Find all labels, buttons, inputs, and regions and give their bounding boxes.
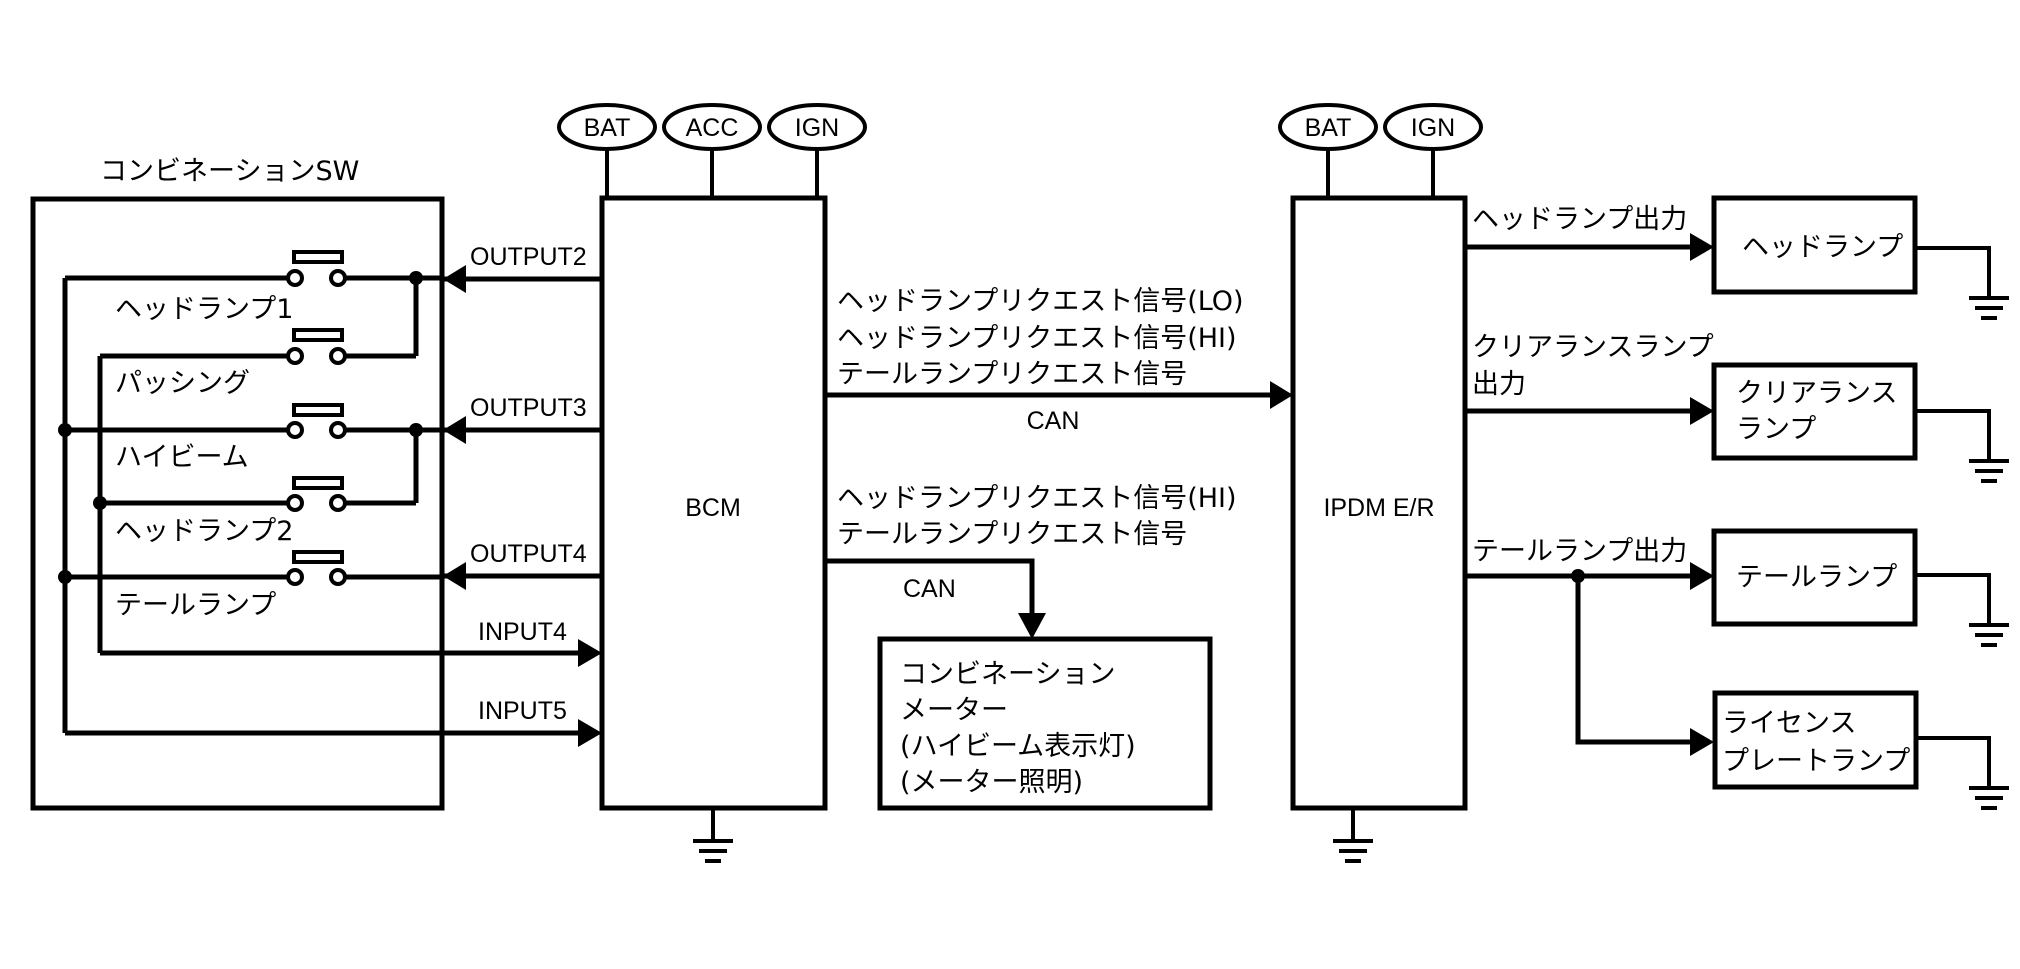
can-link-ipdm: ヘッドランプリクエスト信号(LO) ヘッドランプリクエスト信号(HI) テールラ… — [825, 286, 1293, 435]
switch-headlamp2: ヘッドランプ2 — [100, 476, 416, 547]
power-terminal-bat — [1278, 103, 1378, 151]
output-label: クリアランスランプ — [1472, 332, 1714, 363]
can-signal-line: テールランプリクエスト信号 — [837, 359, 1187, 390]
power-terminal-ign — [767, 103, 867, 151]
switch-high-beam: ハイビーム — [65, 403, 442, 503]
signal-output3: OUTPUT3 — [442, 394, 602, 444]
load-tail-lamp: テールランプ — [1711, 528, 2009, 647]
power-terminal-acc — [662, 103, 762, 151]
switch-passing: パッシング — [100, 328, 416, 399]
ipdm-box — [1290, 195, 1468, 811]
signal-output4: OUTPUT4 — [442, 540, 602, 590]
load-label: プレートランプ — [1722, 746, 1910, 777]
meter-label-line: (ハイビーム表示灯) — [900, 731, 1136, 762]
switch-label: ハイビーム — [115, 442, 249, 473]
power-label: IGN — [1411, 114, 1455, 142]
signal-label: INPUT5 — [478, 697, 567, 725]
meter-label-line: メーター — [900, 695, 1008, 726]
switch-label: ヘッドランプ1 — [115, 294, 293, 325]
signal-label: OUTPUT4 — [470, 540, 587, 568]
load-clearance-lamp: クリアランス ランプ — [1711, 362, 2009, 483]
signal-input5: INPUT5 — [65, 697, 602, 747]
power-terminal-ign — [1383, 103, 1483, 151]
signal-label: OUTPUT3 — [470, 394, 587, 422]
can-signal-line: ヘッドランプリクエスト信号(HI) — [837, 323, 1237, 354]
bcm-label: BCM — [685, 494, 741, 522]
meter-label-line: (メーター照明) — [900, 767, 1083, 798]
can-bus-label: CAN — [1027, 407, 1080, 435]
signal-label: OUTPUT2 — [470, 243, 587, 271]
signal-input4: INPUT4 — [100, 618, 602, 667]
ipdm-power-inputs: BAT IGN — [1278, 103, 1483, 198]
load-label: テールランプ — [1736, 562, 1897, 593]
power-label: BAT — [1305, 114, 1352, 142]
output-headlamp: ヘッドランプ出力 — [1465, 204, 1714, 261]
meter-label-line: コンビネーション — [900, 659, 1115, 690]
output-label: 出力 — [1472, 369, 1526, 400]
switch-label: テールランプ — [115, 590, 276, 621]
switch-label: ヘッドランプ2 — [115, 516, 293, 547]
power-label: BAT — [584, 114, 631, 142]
output-label: テールランプ出力 — [1472, 536, 1687, 567]
switch-tail-lamp: テールランプ — [65, 550, 442, 621]
output-tail: テールランプ出力 — [1465, 536, 1714, 756]
load-label: ヘッドランプ — [1742, 232, 1903, 263]
load-headlamp: ヘッドランプ — [1711, 195, 2009, 320]
power-label: ACC — [686, 114, 739, 142]
switch-label: パッシング — [115, 368, 250, 399]
load-label: ライセンス — [1722, 708, 1856, 739]
load-label: クリアランス — [1736, 378, 1897, 409]
combination-switch-title: コンビネーションSW — [100, 156, 359, 187]
power-label: IGN — [795, 114, 839, 142]
ipdm-label: IPDM E/R — [1323, 494, 1434, 522]
can-bus-label: CAN — [903, 575, 956, 603]
ground-symbol — [693, 808, 733, 863]
can-link-meter: ヘッドランプリクエスト信号(HI) テールランプリクエスト信号 CAN — [825, 483, 1237, 639]
load-license-plate-lamp: ライセンス プレートランプ — [1712, 690, 2009, 810]
output-clearance: クリアランスランプ 出力 — [1465, 332, 1714, 425]
signal-output2: OUTPUT2 — [442, 243, 602, 293]
can-signal-line: ヘッドランプリクエスト信号(LO) — [837, 286, 1244, 317]
combination-meter-box — [877, 636, 1213, 811]
ground-symbol — [1333, 808, 1373, 863]
load-label: ランプ — [1736, 414, 1816, 445]
can-signal-line: テールランプリクエスト信号 — [837, 519, 1187, 550]
power-terminal-bat — [557, 103, 657, 151]
can-signal-line: ヘッドランプリクエスト信号(HI) — [837, 483, 1237, 514]
bcm-box — [599, 195, 828, 811]
output-label: ヘッドランプ出力 — [1472, 204, 1687, 235]
switch-headlamp1: ヘッドランプ1 — [65, 250, 442, 356]
bcm-power-inputs: BAT ACC IGN — [557, 103, 867, 198]
signal-label: INPUT4 — [478, 618, 567, 646]
